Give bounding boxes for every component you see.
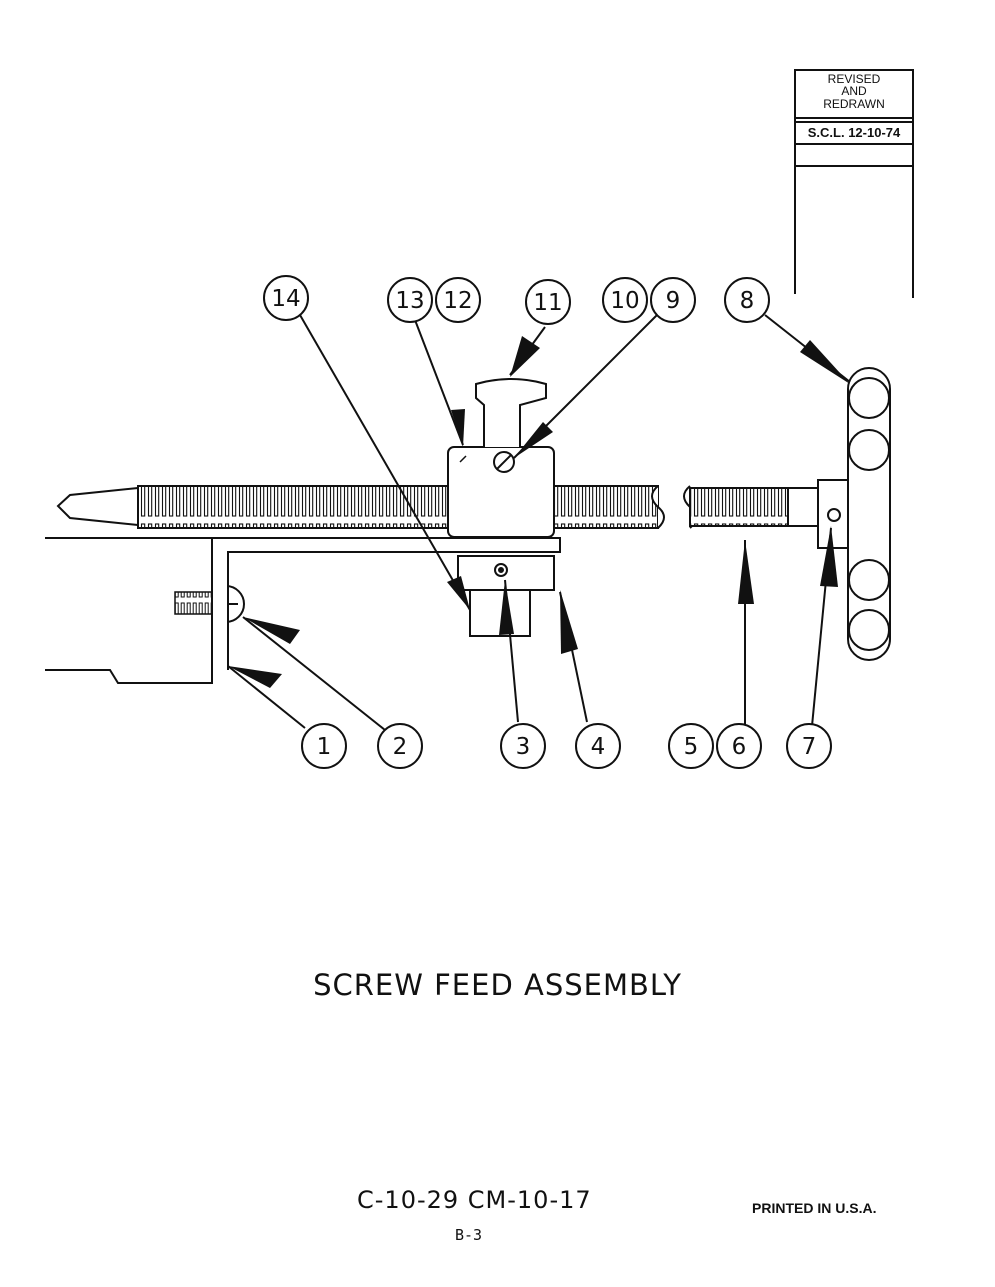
revision-line-revised: REVISED <box>827 72 881 86</box>
revision-block: REVISED AND REDRAWN S.C.L. 12-10-74 <box>795 70 913 298</box>
callout-10: 10 <box>610 288 639 314</box>
callout-13-circle <box>387 277 433 323</box>
callout-13: 13 <box>395 288 424 314</box>
callout-3-circle <box>500 723 546 769</box>
callout-1: 1 <box>317 734 332 760</box>
callout-14-circle <box>263 275 309 321</box>
revision-line-redrawn: REDRAWN <box>823 97 885 111</box>
feed-screw-left-section <box>56 485 665 529</box>
callout-4-circle <box>575 723 621 769</box>
callout-2: 2 <box>393 734 408 760</box>
callout-10-circle <box>602 277 648 323</box>
callout-11: 11 <box>533 290 562 316</box>
revision-line-and: AND <box>841 84 867 98</box>
callout-14: 14 <box>271 286 300 312</box>
document-number: C-10-29 CM-10-17 <box>357 1186 592 1214</box>
callout-7-circle <box>786 723 832 769</box>
revision-stamp: S.C.L. 12-10-74 <box>807 125 901 140</box>
bracket-angle <box>211 537 561 670</box>
callout-12-circle <box>435 277 481 323</box>
callout-9: 9 <box>666 288 681 314</box>
callout-4: 4 <box>591 734 606 760</box>
callout-8: 8 <box>740 288 755 314</box>
callout-6: 6 <box>732 734 747 760</box>
feed-nut-block <box>447 378 555 538</box>
page-number: B-3 <box>455 1226 483 1244</box>
printed-in-usa-note: PRINTED IN U.S.A. <box>752 1200 877 1216</box>
callout-bubbles <box>263 275 832 769</box>
handwheel <box>817 367 891 661</box>
callout-labels: 14 13 12 11 10 9 8 1 2 3 4 5 6 7 <box>271 286 816 760</box>
callout-5-circle <box>668 723 714 769</box>
callout-12: 12 <box>443 288 472 314</box>
callout-11-circle <box>525 279 571 325</box>
callout-3: 3 <box>516 734 531 760</box>
drawing-title: SCREW FEED ASSEMBLY <box>313 968 682 1002</box>
left-adjusting-screw <box>174 585 245 623</box>
callout-8-circle <box>724 277 770 323</box>
callout-9-circle <box>650 277 696 323</box>
revision-box-frame <box>794 69 914 298</box>
callout-6-circle <box>716 723 762 769</box>
callout-2-circle <box>377 723 423 769</box>
callout-5: 5 <box>684 734 699 760</box>
leader-arrowheads <box>228 336 850 688</box>
feed-screw-right-section <box>683 485 821 529</box>
callout-1-circle <box>301 723 347 769</box>
clamp-block <box>457 555 555 637</box>
callout-7: 7 <box>802 734 817 760</box>
